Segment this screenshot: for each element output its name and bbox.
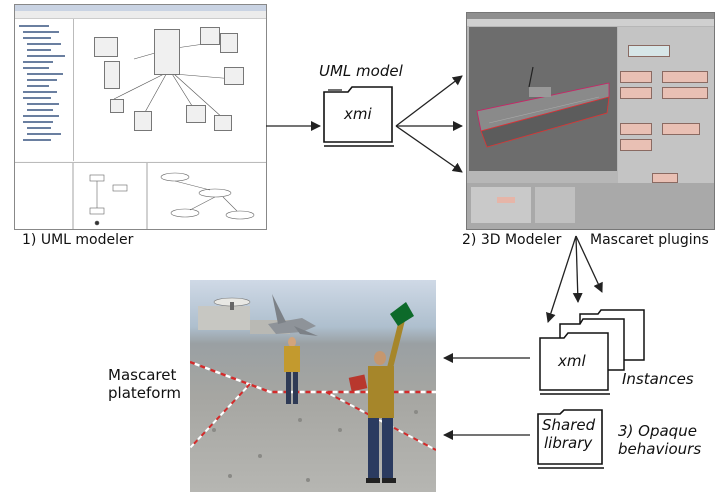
xmi-folder-icon: xmi bbox=[322, 84, 396, 150]
arrow-xmi-to-3d-bottom bbox=[395, 125, 463, 173]
mascaret-platform-label-line2: plateform bbox=[108, 384, 181, 402]
shared-library-label-line2: library bbox=[544, 434, 593, 452]
mascaret-plugin-panel bbox=[618, 27, 714, 187]
instances-label: Instances bbox=[622, 370, 694, 388]
arrow-plugins-to-instance-2 bbox=[572, 235, 583, 303]
arrow-plugins-to-instance-1 bbox=[546, 235, 577, 323]
xml-label: xml bbox=[558, 352, 586, 370]
shared-library-folder-icon: Shared library bbox=[536, 408, 606, 470]
mascaret-platform-screenshot bbox=[190, 280, 436, 492]
instances-stacked-folder-icon: xml bbox=[538, 308, 648, 398]
uml-window-titlebar bbox=[15, 5, 266, 11]
shared-library-label-line1: Shared bbox=[542, 416, 596, 434]
uml-class-diagram-canvas bbox=[74, 19, 266, 161]
modeler-3d-titlebar bbox=[467, 13, 714, 19]
modeler-3d-label: 2) 3D Modeler bbox=[462, 232, 562, 248]
modeler-3d-menubar bbox=[467, 19, 714, 26]
uml-activity-diagrams-panel bbox=[15, 162, 266, 229]
opaque-behaviours-label-line1: 3) Opaque bbox=[618, 422, 697, 440]
modeler-3d-screenshot bbox=[466, 12, 715, 230]
arrow-xmi-to-3d-top bbox=[395, 75, 463, 127]
uml-model-tree bbox=[15, 19, 74, 161]
opaque-behaviours-label-line2: behaviours bbox=[618, 440, 702, 458]
modeler-3d-buttons-window bbox=[467, 183, 714, 229]
uml-model-label: UML model bbox=[319, 62, 403, 80]
mascaret-platform-label-line1: Mascaret bbox=[108, 366, 177, 384]
mascaret-plugins-label: Mascaret plugins bbox=[590, 232, 709, 248]
xmi-label: xmi bbox=[344, 105, 372, 123]
uml-modeler-screenshot bbox=[14, 4, 267, 230]
arrow-plugins-to-instance-3 bbox=[575, 235, 603, 293]
modeler-3d-viewport bbox=[469, 27, 617, 171]
uml-window-menubar bbox=[15, 11, 266, 19]
uml-modeler-label: 1) UML modeler bbox=[22, 232, 134, 248]
